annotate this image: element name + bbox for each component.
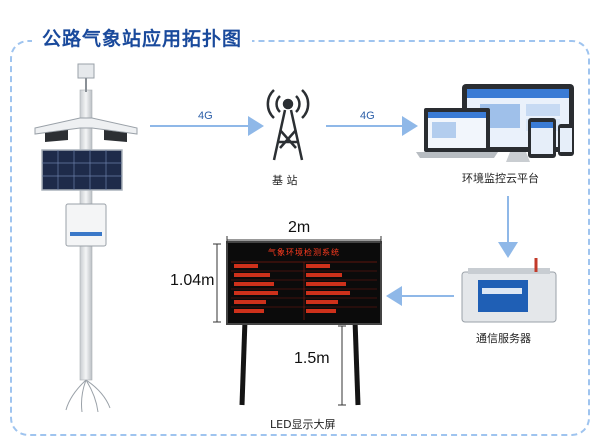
server-icon (461, 258, 557, 323)
led-header: 气象环境检测系统 (268, 248, 340, 257)
server-label: 通信服务器 (476, 332, 531, 345)
screen-elevation-label: 1.5m (294, 350, 330, 367)
led-screen-icon (226, 241, 382, 406)
weather-station-icon (34, 63, 138, 413)
devices-icon (416, 84, 574, 162)
dimension-width (226, 236, 382, 244)
screen-height-label: 1.04m (170, 272, 215, 289)
tower-icon (266, 89, 310, 161)
diagram-title: 公路气象站应用拓扑图 (42, 28, 243, 50)
base-station-label: 基 站 (272, 174, 298, 187)
title-box: 公路气象站应用拓扑图 (32, 22, 253, 56)
platform-label: 环境监控云平台 (462, 172, 539, 185)
link-label-4g-2: 4G (360, 110, 375, 122)
dimension-elevation (338, 325, 346, 406)
led-screen-label: LED显示大屏 (270, 418, 336, 431)
link-label-4g-1: 4G (198, 110, 213, 122)
diagram-frame (10, 40, 590, 436)
screen-width-label: 2m (288, 219, 311, 236)
dimension-height (213, 243, 221, 323)
